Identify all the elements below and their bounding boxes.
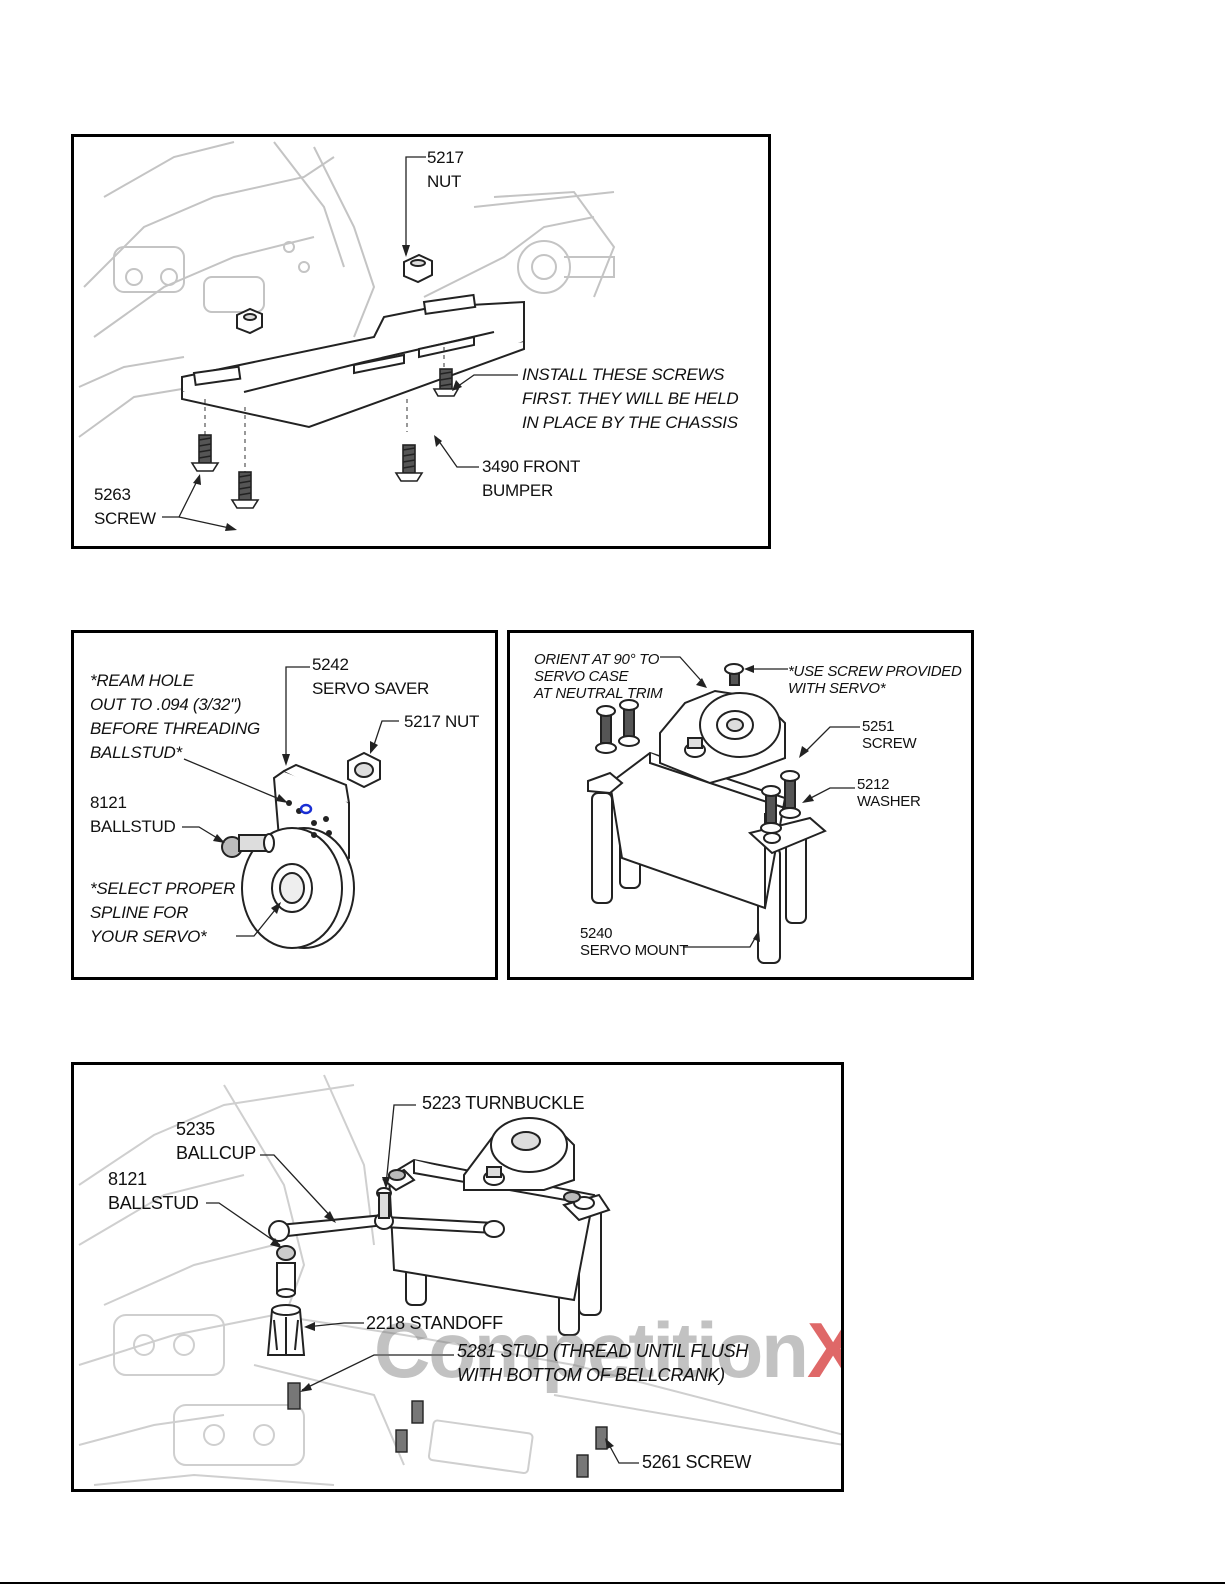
page-bottom-rule	[0, 1582, 1225, 1584]
turnbuckle-5223-label: 5223 TURNBUCKLE	[422, 1093, 585, 1113]
screw-5261-label: 5261 SCREW	[642, 1452, 752, 1472]
competitionx-watermark: CompetitionX	[374, 1306, 841, 1394]
servo-mount-drawing	[587, 656, 860, 964]
servo-saver-drawing	[182, 666, 399, 949]
front-bumper-drawing	[78, 141, 616, 531]
panel-steering-linkage: CompetitionX 5223 TURNBUCKLE 5235BALLCUP…	[71, 1062, 844, 1492]
steering-linkage-drawing	[78, 1074, 841, 1486]
standoff-2218-label: 2218 STANDOFF	[366, 1313, 503, 1333]
nut-5217-saver-label: 5217 NUT	[404, 712, 480, 731]
